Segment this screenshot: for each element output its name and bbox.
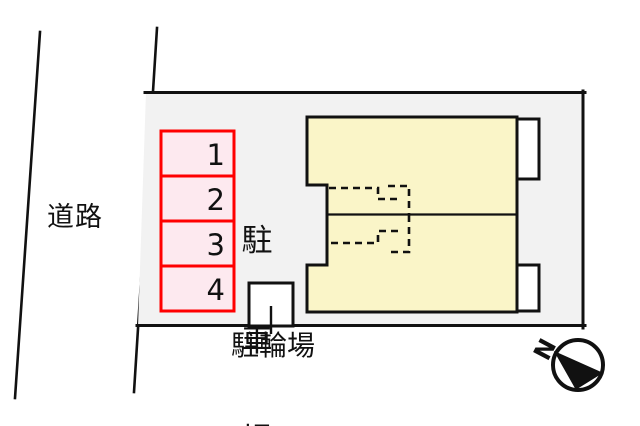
parking-stall-4[interactable] [159, 264, 236, 313]
parking-lot-char-3: 場 [240, 424, 274, 426]
entrance-dashed-upper [329, 184, 411, 214]
bicycle-parking-area[interactable] [247, 281, 295, 334]
building-block [305, 115, 541, 314]
parking-stall-3[interactable] [159, 219, 236, 268]
road-label: 道路 [47, 202, 103, 233]
parking-stall-2-number: 2 [206, 183, 225, 217]
compass-needle [553, 350, 604, 390]
bicycle-parking-label: 駐輪場 [231, 329, 316, 362]
parking-stalls-group [159, 129, 236, 313]
parking-lot-char-1: 駐 [241, 223, 273, 260]
parking-stall-3-number: 3 [206, 228, 225, 262]
parking-stall-2[interactable] [159, 174, 236, 223]
parking-lot-char-2: 車 [241, 322, 273, 359]
parking-stall-4-number: 4 [206, 273, 225, 307]
balcony-upper [515, 117, 541, 181]
parking-lot-label: 駐 車 場 [240, 159, 274, 426]
entrance-dashed-lower [329, 215, 411, 254]
compass-north-icon: N [528, 334, 605, 392]
parking-stall-1-number: 1 [206, 138, 225, 172]
balcony-lower [515, 263, 541, 313]
road-left-edge-line [13, 30, 42, 400]
